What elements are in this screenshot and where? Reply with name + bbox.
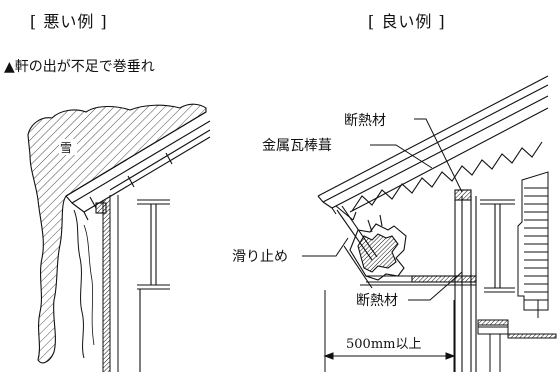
good-sill <box>477 319 557 372</box>
label-roofing: 金属瓦棒葺 <box>262 138 332 154</box>
label-overhang: 500mm以上 <box>346 337 421 352</box>
good-steel-column <box>480 199 515 293</box>
good-wall <box>454 189 477 372</box>
snow-label: 雪 <box>60 141 72 155</box>
label-snow-stop: 滑り止め <box>232 248 288 265</box>
bad-example-drawing: 雪 <box>27 103 211 372</box>
bad-example-caption: ▲軒の出が不足で巻垂れ <box>4 59 155 75</box>
good-roof <box>317 75 549 221</box>
good-soffit <box>343 245 477 289</box>
overhang-dimension <box>323 290 456 372</box>
label-insulation-top: 断熱材 <box>344 113 386 129</box>
bad-wall <box>102 195 119 372</box>
snow-stop-assembly <box>336 205 407 281</box>
bad-steel-column <box>137 199 170 372</box>
bad-example-header: [ 悪い例 ] <box>30 12 108 31</box>
leader-lines <box>302 118 463 301</box>
good-side-panel <box>517 171 549 318</box>
label-insulation-bottom: 断熱材 <box>356 293 398 309</box>
snow-mass: 雪 <box>27 103 207 364</box>
good-example-header: [ 良い例 ] <box>368 12 446 31</box>
good-example-drawing: 断熱材 金属瓦棒葺 滑り止め 断熱材 500mm以上 <box>232 75 557 372</box>
